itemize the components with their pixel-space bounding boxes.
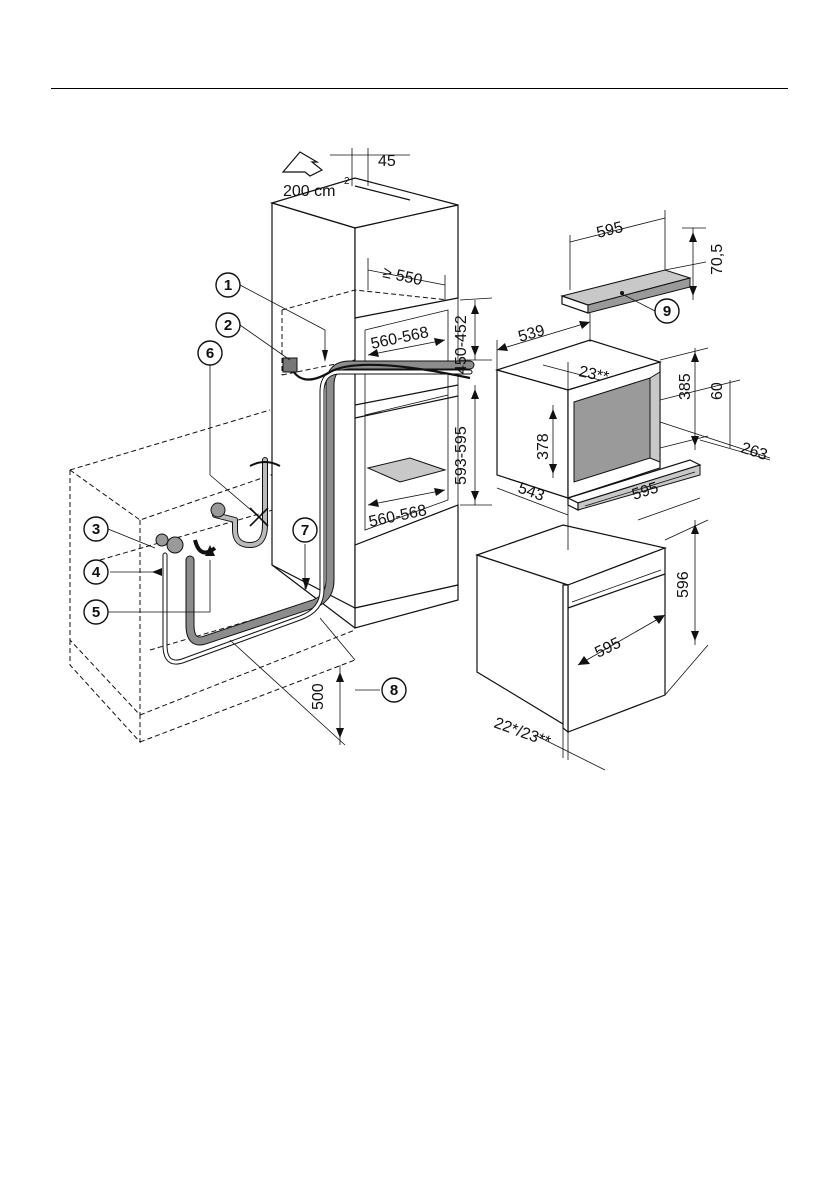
callout-5-label: 5 — [92, 604, 100, 621]
callout-9-label: 9 — [663, 303, 671, 320]
lower-niche-height-label: 593-595 — [453, 426, 470, 485]
unit-side-depth-label: 263 — [739, 440, 770, 464]
unit-panel-height-label: 60 — [709, 382, 726, 400]
vent-area-superscript: 2 — [344, 176, 350, 187]
callout-4-label: 4 — [92, 564, 101, 581]
callout-5: 5 — [84, 600, 108, 624]
callout-8-label: 8 — [390, 682, 398, 699]
tall-cabinet — [272, 178, 458, 628]
callout-7: 7 — [293, 518, 317, 542]
callout-6: 6 — [198, 341, 222, 365]
vent-arrow-icon — [283, 152, 322, 176]
door-thickness-label: 22*/23** — [492, 715, 553, 751]
callout-2-label: 2 — [224, 317, 232, 334]
unit-height-label: 385 — [677, 373, 694, 400]
drawer-height-label: 70,5 — [709, 244, 726, 275]
callout-9: 9 — [655, 299, 679, 323]
unit-inner-height-label: 378 — [535, 433, 552, 460]
vent-area-label: 200 cm — [283, 183, 335, 200]
upper-niche-height-label: 450-452 — [453, 315, 470, 374]
callout-3-label: 3 — [92, 521, 100, 538]
callout-1: 1 — [216, 273, 240, 297]
oven-height-label: 596 — [675, 571, 692, 598]
callout-6-label: 6 — [206, 345, 214, 362]
callout-8: 8 — [382, 678, 406, 702]
top-gap-label: 45 — [378, 153, 396, 170]
drain-height-label: 500 — [310, 683, 327, 710]
callout-3: 3 — [84, 517, 108, 541]
unit-depth-label: 539 — [516, 322, 546, 346]
oven — [477, 525, 665, 732]
callout-1-label: 1 — [224, 277, 232, 294]
callout-4: 4 — [84, 560, 108, 584]
callout-2: 2 — [216, 313, 240, 337]
drawer-width-label: 595 — [595, 219, 625, 242]
callout-7-label: 7 — [301, 522, 309, 539]
